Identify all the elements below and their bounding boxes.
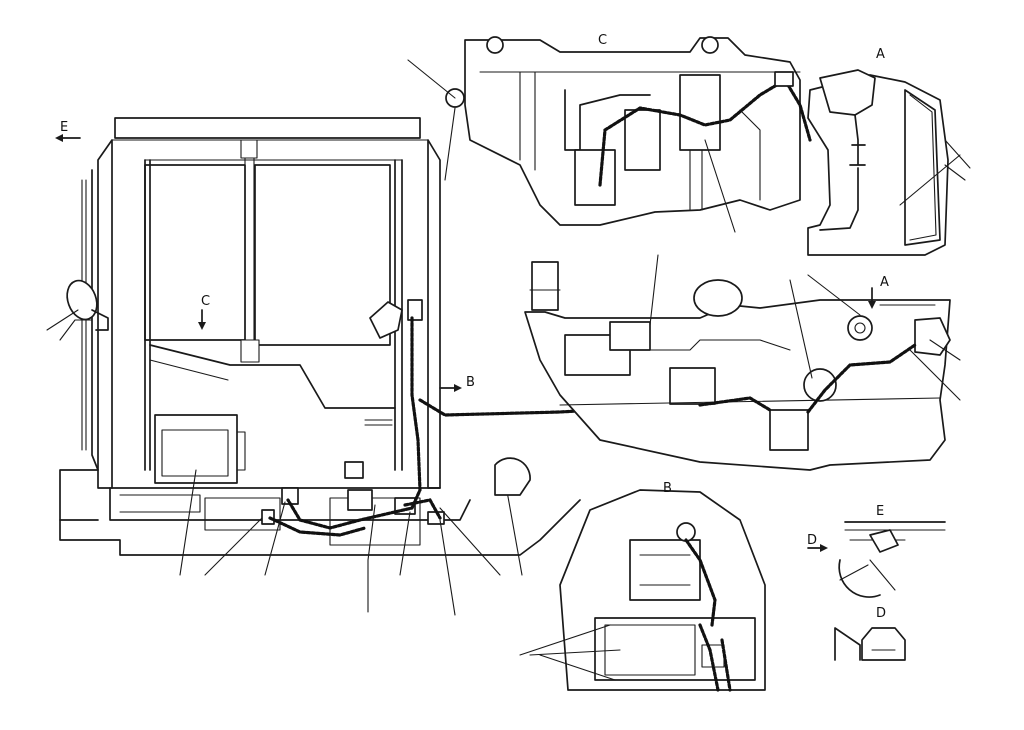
label-detail-d: D [876, 606, 886, 621]
detail-b-panel [519, 489, 766, 692]
view-arrows [55, 134, 876, 552]
label-arrow-d: D [807, 533, 817, 548]
cab-body [59, 117, 581, 556]
detail-e-panel [838, 521, 946, 598]
label-arrow-b: B [466, 375, 475, 390]
detail-a-panel [807, 69, 971, 256]
label-detail-c: C [598, 33, 607, 48]
label-detail-b: B [663, 481, 672, 496]
cab-lamp [494, 457, 531, 496]
detail-c-panel [407, 36, 812, 233]
detail-d-panel [834, 627, 906, 661]
label-detail-e: E [876, 504, 884, 519]
label-detail-a: A [876, 47, 885, 62]
view-labels: C A B D E E C B A D [60, 33, 889, 621]
label-arrow-a: A [880, 275, 889, 290]
cab-leader-lines [46, 309, 523, 616]
label-arrow-c: C [201, 294, 210, 309]
cab-connectors [261, 299, 445, 525]
label-arrow-e: E [60, 120, 68, 135]
engine-frame [524, 254, 961, 471]
